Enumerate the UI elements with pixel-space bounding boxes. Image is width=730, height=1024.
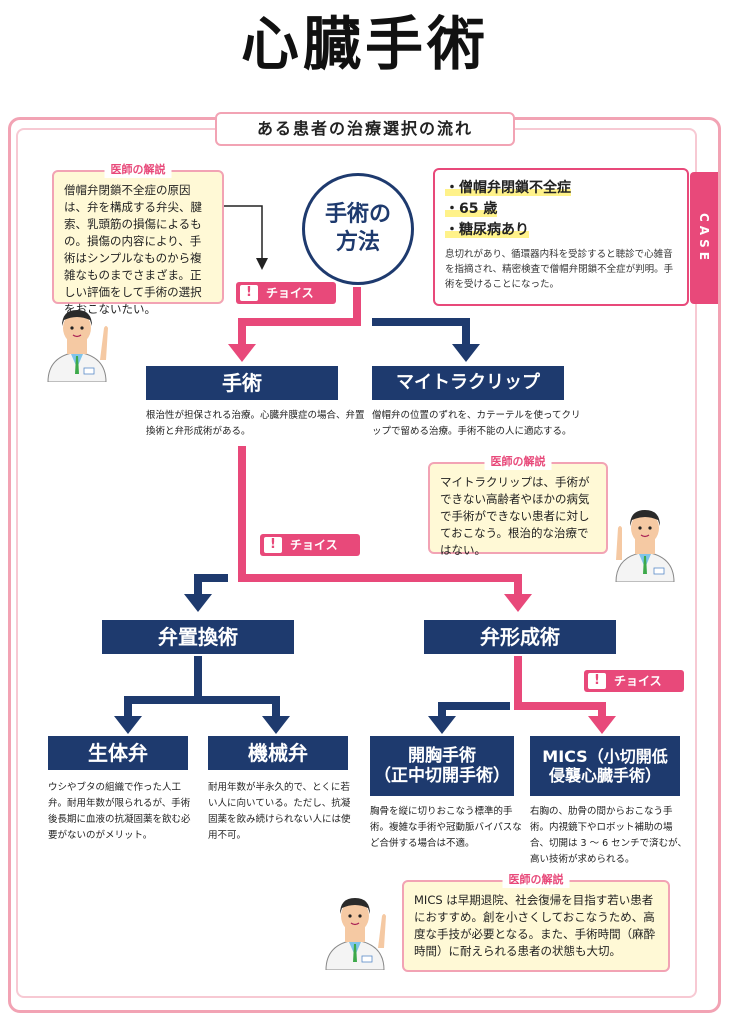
replacement-box: 弁置換術 (102, 620, 294, 654)
branch-pink-repair (238, 446, 522, 596)
doctor-note-label: 医師の解説 (484, 454, 552, 470)
sternotomy-description: 胸骨を縦に切りおこなう標準的手術。複雑な手術や冠動脈バイパスなど合併する場合は不… (370, 806, 522, 849)
branch-navy-sternotomy (438, 702, 510, 718)
doctor-note-1: 医師の解説 僧帽弁閉鎖不全症の原因は、弁を構成する弁尖、腱索、乳頭筋の損傷による… (52, 162, 224, 316)
sternotomy-line2: （正中切開手術） (374, 766, 510, 786)
mitraclip-label: マイトラクリップ (396, 372, 540, 394)
case-item-text: ・糖尿病あり (445, 222, 529, 238)
repair-box: 弁形成術 (424, 620, 616, 654)
method-circle: 手術の 方法 (302, 173, 414, 285)
case-tab: CASE (690, 172, 718, 304)
arrowhead-mitraclip (452, 344, 480, 362)
case-item: ・糖尿病あり (445, 220, 677, 241)
arrowhead-mech (262, 716, 290, 734)
exclamation-icon: ! (264, 537, 282, 553)
doctor-note-label: 医師の解説 (502, 872, 570, 888)
page-title: 心臓手術 (240, 10, 489, 78)
doctor-note-3: 医師の解説 MICS は早期退院、社会復帰を目指す若い患者におすすめ。創を小さく… (402, 872, 670, 972)
mics-description: 右胸の、肋骨の間からおこなう手術。内視鏡下やロボット補助の場合、切開は 3 ～ … (530, 806, 687, 865)
doctor-note-text: MICS は早期退院、社会復帰を目指す若い患者におすすめ。創を小さくしておこなう… (414, 893, 656, 958)
doctor-note-label: 医師の解説 (104, 162, 172, 178)
exclamation-icon: ! (588, 673, 606, 689)
mech-valve-box: 機械弁 (208, 736, 348, 770)
sternotomy-line1: 開胸手術 (408, 745, 476, 766)
mics-line1: MICS（小切開低 (542, 746, 668, 766)
method-line1: 手術の (324, 202, 391, 227)
branch-navy-replacement (194, 574, 228, 596)
mics-box: MICS（小切開低 侵襲心臓手術） (530, 736, 680, 796)
surgery-box: 手術 (146, 366, 338, 400)
exclamation-icon: ! (240, 285, 258, 301)
arrowhead-replacement (184, 594, 212, 612)
choice-badge: ! チョイス (236, 282, 336, 304)
branch-navy-mitraclip (372, 318, 470, 348)
mech-valve-description: 耐用年数が半永久的で、とくに若い人に向いている。ただし、抗凝固薬を飲み続けられな… (208, 782, 351, 841)
replacement-label: 弁置換術 (158, 625, 238, 649)
doctor-illustration-2 (615, 510, 675, 582)
branch-pink-main (238, 287, 361, 348)
note1-pointer-head (256, 258, 268, 270)
case-item: ・僧帽弁閉鎖不全症 (445, 178, 677, 199)
doctor-note-text: マイトラクリップは、手術ができない高齢者やほかの病気で手術ができない患者に対して… (440, 475, 590, 557)
choice-label: チョイス (290, 538, 338, 552)
mics-line2: 侵襲心臓手術） (548, 766, 661, 785)
doctor-note-2: 医師の解説 マイトラクリップは、手術ができない高齢者やほかの病気で手術ができない… (428, 454, 608, 557)
bio-valve-label: 生体弁 (88, 741, 148, 765)
choice-badge: ! チョイス (584, 670, 684, 692)
bio-valve-box: 生体弁 (48, 736, 188, 770)
surgery-label: 手術 (222, 371, 262, 395)
choice-label: チョイス (266, 286, 314, 300)
case-item-text: ・65 歳 (445, 201, 498, 217)
surgery-description: 根治性が担保される治療。心臓弁膜症の場合、弁置換術と弁形成術がある。 (146, 410, 365, 437)
doctor-illustration-3 (325, 898, 386, 970)
method-line2: 方法 (335, 230, 380, 255)
case-item-text: ・僧帽弁閉鎖不全症 (445, 180, 571, 196)
arrowhead-surgery (228, 344, 256, 362)
arrowhead-sternotomy (428, 716, 456, 734)
doctor-illustration-1 (47, 310, 108, 382)
sternotomy-box: 開胸手術 （正中切開手術） (370, 736, 514, 796)
branch-navy-valves (124, 656, 280, 718)
doctor-note-text: 僧帽弁閉鎖不全症の原因は、弁を構成する弁尖、腱索、乳頭筋の損傷によるもの。損傷の… (64, 183, 202, 316)
mech-valve-label: 機械弁 (248, 741, 308, 765)
mitraclip-box: マイトラクリップ (372, 366, 564, 400)
subtitle: ある患者の治療選択の流れ (215, 112, 515, 146)
bio-valve-description: ウシやブタの組織で作った人工弁。耐用年数が限られるが、手術後長期に血液の抗凝固薬… (48, 782, 191, 841)
choice-label: チョイス (614, 674, 662, 688)
arrowhead-bio (114, 716, 142, 734)
mitraclip-description: 僧帽弁の位置のずれを、カテーテルを使ってクリップで留める治療。手術不能の人に適応… (372, 410, 581, 437)
arrowhead-mics (588, 716, 616, 734)
case-item: ・65 歳 (445, 199, 677, 220)
arrowhead-repair (504, 594, 532, 612)
branch-pink-mics (514, 656, 606, 718)
case-description: 息切れがあり、循環器内科を受診すると聴診で心雑音を指摘され、精密検査で僧帽弁閉鎖… (445, 249, 674, 290)
choice-badge: ! チョイス (260, 534, 360, 556)
case-box: ・僧帽弁閉鎖不全症 ・65 歳 ・糖尿病あり 息切れがあり、循環器内科を受診する… (433, 168, 689, 306)
note1-pointer-arrow (224, 205, 263, 262)
repair-label: 弁形成術 (480, 625, 560, 649)
